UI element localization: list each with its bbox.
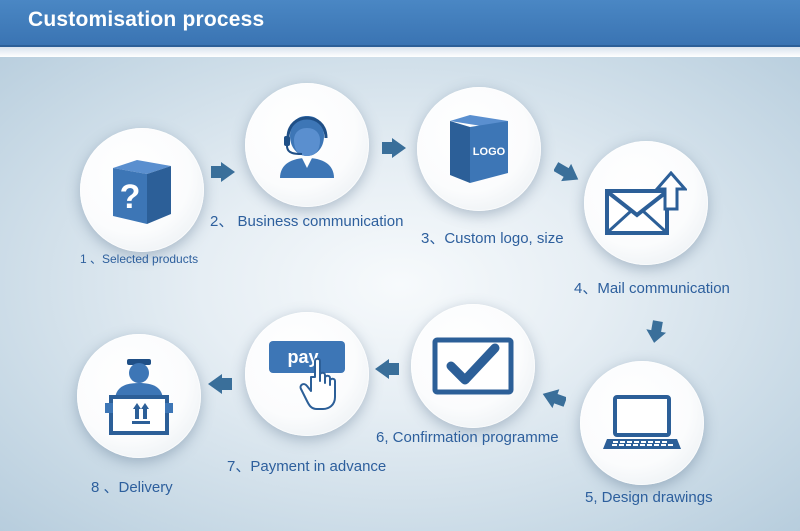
arrow-right-icon xyxy=(211,162,235,182)
arrow-down-icon xyxy=(645,320,667,344)
question-box-icon: ? xyxy=(107,154,177,226)
arrow-left-icon xyxy=(542,387,566,409)
svg-text:?: ? xyxy=(120,178,141,216)
step-8-circle xyxy=(77,334,201,458)
laptop-icon xyxy=(603,393,681,453)
arrow-down-right-icon xyxy=(554,161,580,185)
arrow-left-icon xyxy=(375,359,399,379)
header-bar: Customisation process xyxy=(0,0,800,47)
arrow-left-icon xyxy=(208,374,232,394)
page-title: Customisation process xyxy=(28,8,265,31)
step-5-circle xyxy=(580,361,704,485)
step-2-label: 2、 Business communication xyxy=(210,213,404,230)
headset-person-icon xyxy=(272,112,342,178)
checkmark-screen-icon xyxy=(431,336,515,396)
pay-button-text: pay xyxy=(287,347,318,367)
process-diagram: ? 1 、Selected products 2、 Business commu… xyxy=(0,57,800,531)
step-8-label: 8 、Delivery xyxy=(91,479,173,496)
step-4-label: 4、Mail communication xyxy=(574,280,730,297)
step-7-circle: pay xyxy=(245,312,369,436)
step-1-circle: ? xyxy=(80,128,204,252)
step-5-label: 5, Design drawings xyxy=(585,489,713,506)
delivery-person-icon xyxy=(101,357,177,435)
step-3-label: 3、Custom logo, size xyxy=(421,230,564,247)
step-1-label: 1 、Selected products xyxy=(80,252,199,266)
mail-arrow-icon xyxy=(605,171,687,235)
step-4-circle xyxy=(584,141,708,265)
logo-box-icon: LOGO xyxy=(444,111,514,187)
logo-box-text: LOGO xyxy=(473,146,506,158)
pay-button-icon: pay xyxy=(265,337,349,411)
step-6-circle xyxy=(411,304,535,428)
header-divider xyxy=(0,47,800,57)
step-3-circle: LOGO xyxy=(417,87,541,211)
step-6-label: 6, Confirmation programme xyxy=(376,429,559,446)
step-2-circle xyxy=(245,83,369,207)
arrow-right-icon xyxy=(382,138,406,158)
step-7-label: 7、Payment in advance xyxy=(227,458,387,475)
